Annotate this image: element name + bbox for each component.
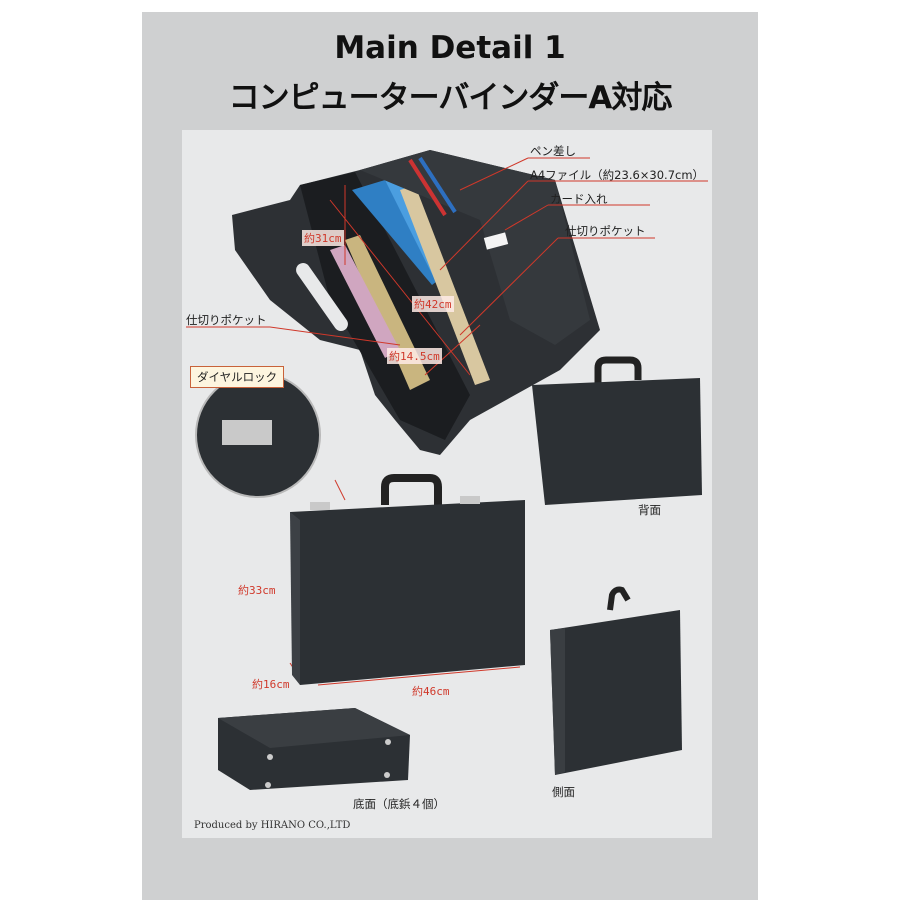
dim-inner-width: 約42cm: [412, 296, 454, 312]
title-line-1: Main Detail 1: [334, 30, 566, 66]
title-line-2: コンピューターバインダーA対応: [228, 80, 673, 116]
label-a4-file: A4ファイル（約23.6×30.7cm）: [530, 168, 705, 182]
front-briefcase-image: [290, 474, 525, 685]
label-divider-pocket-right: 仕切りポケット: [565, 224, 646, 238]
dim-inner-height: 約31cm: [302, 230, 344, 246]
dim-depth: 約16cm: [252, 678, 290, 691]
dim-height: 約33cm: [238, 584, 276, 597]
dim-inner-depth: 約14.5cm: [387, 348, 442, 364]
side-view-briefcase-image: [550, 586, 682, 775]
credit-text: Produced by HIRANO CO.,LTD: [194, 820, 351, 831]
label-dial-lock: ダイヤルロック: [190, 366, 285, 388]
label-back: 背面: [638, 503, 661, 517]
back-view-briefcase-image: [532, 356, 702, 505]
label-bottom: 底面（底鋲４個）: [353, 797, 445, 811]
label-divider-pocket-left: 仕切りポケット: [186, 313, 267, 327]
label-card-holder: カード入れ: [550, 192, 608, 206]
bottom-view-briefcase-image: [218, 708, 410, 790]
label-side: 側面: [552, 785, 575, 799]
dim-width: 約46cm: [412, 685, 450, 698]
label-pen-holder: ペン差し: [530, 144, 576, 158]
